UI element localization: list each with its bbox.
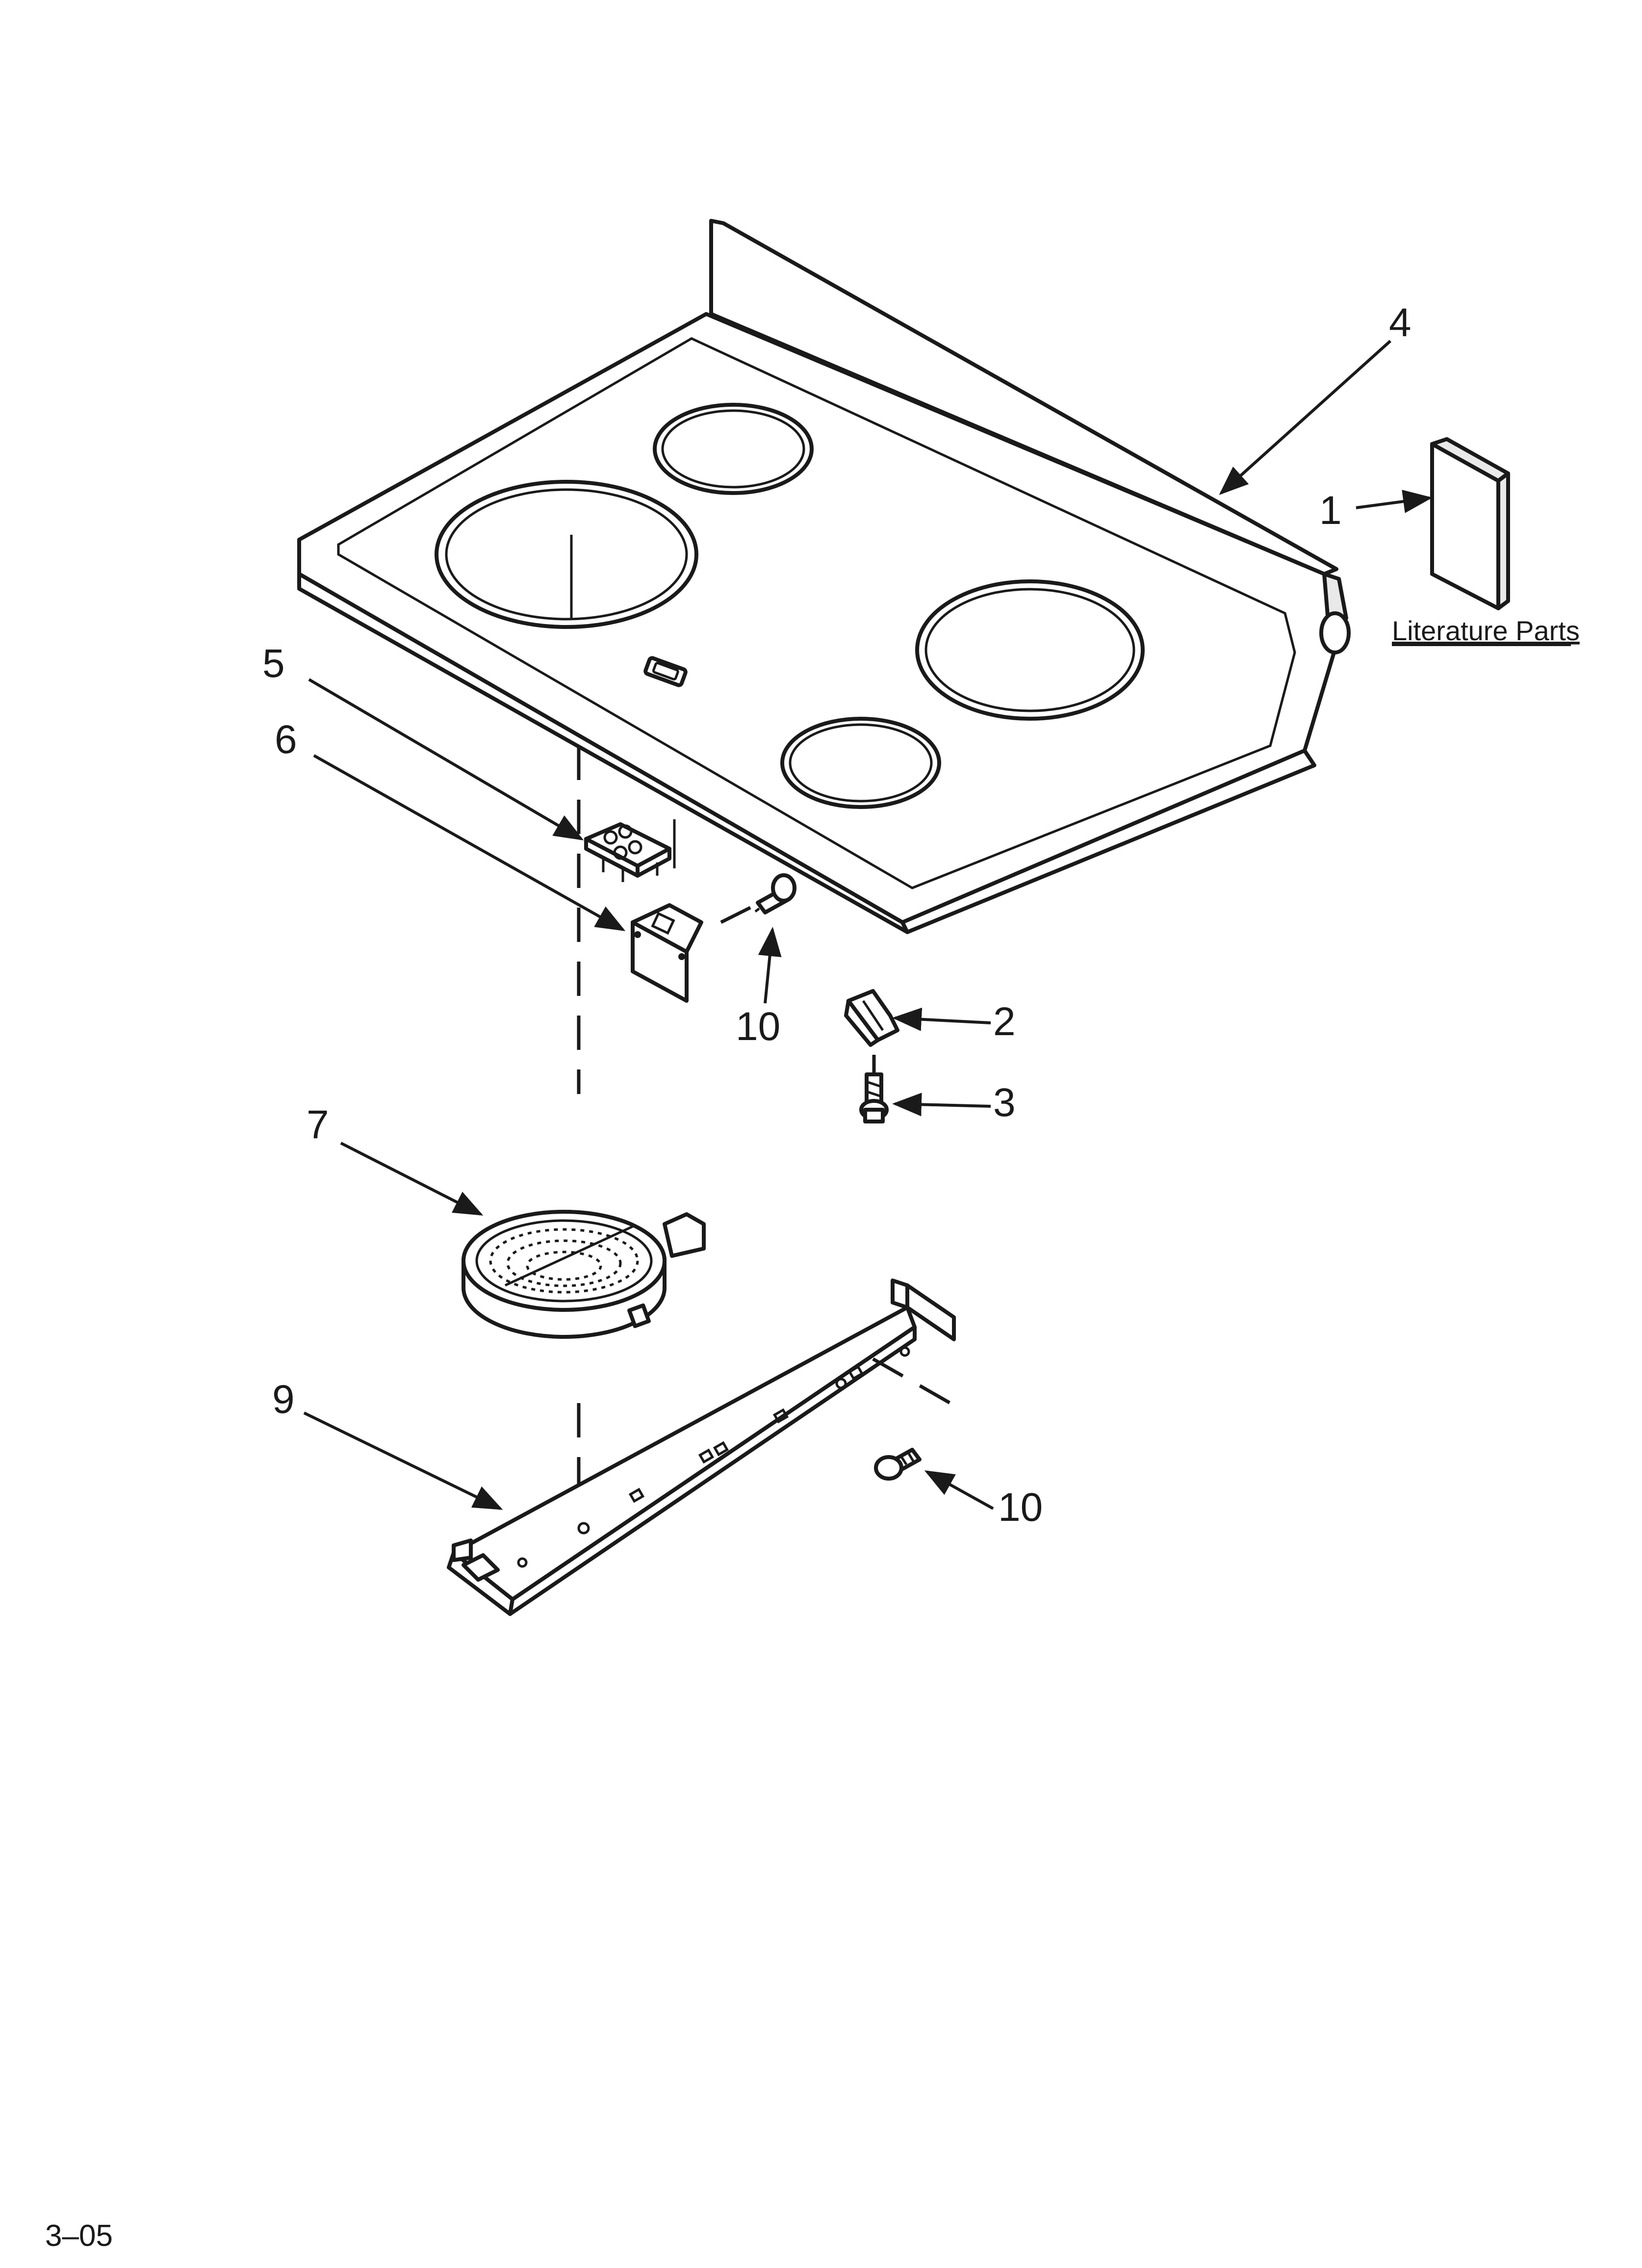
leader-9 [303,1411,503,1510]
callout-6: 6 [275,717,297,762]
leader-10-upper [758,927,782,1004]
indicator-window [643,656,688,687]
literature-parts-label: Literature Parts [1392,615,1580,646]
radiant-surface-element [462,1210,706,1339]
switch-bracket [631,903,703,1003]
callout-5: 5 [262,641,285,686]
page-code: 3–05 [45,2219,113,2253]
callout-10-lower: 10 [998,1485,1043,1530]
leader-4 [1219,339,1392,495]
callout-3: 3 [993,1080,1016,1125]
screw-lower [874,1448,922,1481]
leader-3 [892,1093,991,1117]
infinite-switch [584,819,676,882]
callout-2: 2 [993,999,1016,1044]
leader-2 [892,1007,991,1031]
cooktop-main-top [297,219,1351,934]
callout-9: 9 [272,1377,295,1422]
callout-10-upper: 10 [736,1004,780,1049]
element-support-bracket [447,1278,956,1616]
mounting-clip [844,989,899,1047]
callout-7: 7 [307,1102,329,1147]
leader-6 [313,754,626,931]
literature-booklet [1430,437,1510,610]
leader-10-lower [924,1470,994,1510]
burner-front-small-outline [780,717,941,809]
callout-4: 4 [1389,300,1411,345]
leader-7 [340,1142,484,1216]
burner-back-small-outline [653,403,814,495]
screw-clip [859,1072,889,1123]
leader-5 [308,678,584,841]
burner-right-large-outline [915,579,1145,721]
burner-left-large-outline [435,480,698,629]
leader-1 [1356,490,1433,513]
callout-1: 1 [1319,488,1342,533]
screw-upper [754,873,796,914]
